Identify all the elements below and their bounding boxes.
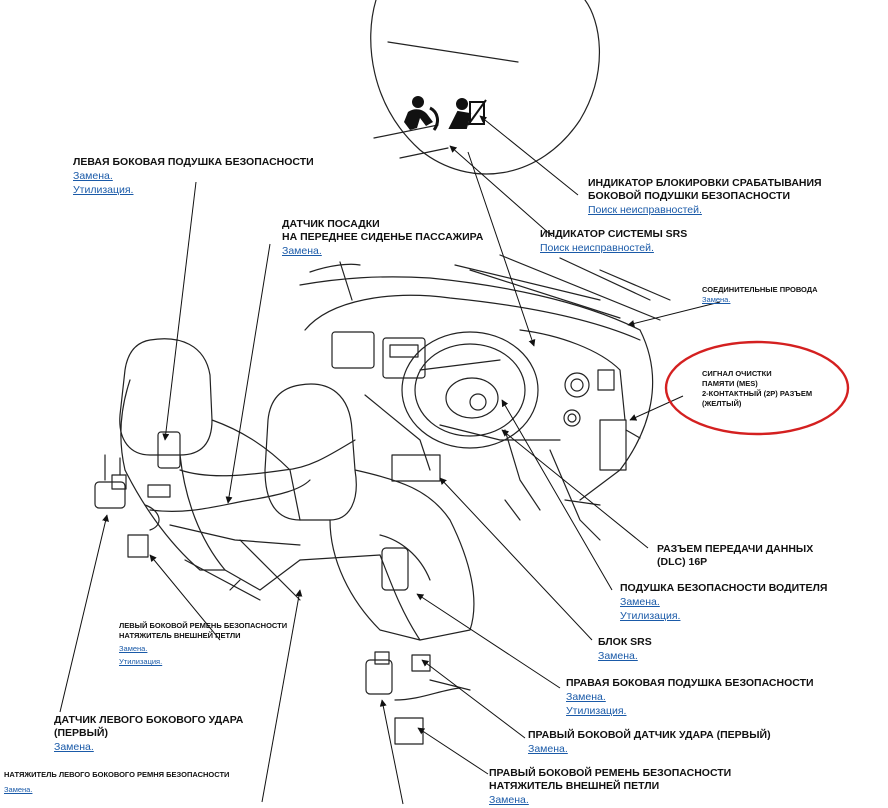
link-replace[interactable]: Замена.: [54, 741, 94, 753]
link-disposal[interactable]: Утилизация.: [119, 657, 163, 666]
label-text: 2-КОНТАКТНЫЙ (2Р) РАЗЪЕМ: [702, 389, 813, 398]
label-text: ИНДИКАТОР БЛОКИРОВКИ СРАБАТЫВАНИЯ: [588, 177, 822, 189]
link-replace[interactable]: Замена.: [566, 691, 606, 703]
highlight-ellipse: [664, 340, 850, 436]
link-replace[interactable]: Замена.: [119, 644, 148, 653]
label-side-airbag-cutoff-indicator: ИНДИКАТОР БЛОКИРОВКИ СРАБАТЫВАНИЯ БОКОВО…: [588, 177, 822, 217]
label-text: ПРАВАЯ БОКОВАЯ ПОДУШКА БЕЗОПАСНОСТИ: [566, 677, 814, 689]
label-text: ПАМЯТИ (MES): [702, 379, 758, 388]
link-replace[interactable]: Замена.: [282, 245, 322, 257]
label-text: ПРАВЫЙ БОКОВОЙ РЕМЕНЬ БЕЗОПАСНОСТИ: [489, 767, 732, 779]
label-connecting-wires: СОЕДИНИТЕЛЬНЫЕ ПРОВОДА Замена.: [702, 285, 818, 305]
label-right-side-impact-sensor: ПРАВЫЙ БОКОВОЙ ДАТЧИК УДАРА (ПЕРВЫЙ) Зам…: [528, 729, 771, 756]
label-text: РАЗЪЕМ ПЕРЕДАЧИ ДАННЫХ: [657, 543, 814, 555]
label-text: НАТЯЖИТЕЛЬ ЛЕВОГО БОКОВОГО РЕМНЯ БЕЗОПАС…: [4, 770, 230, 779]
label-text: ЛЕВЫЙ БОКОВОЙ РЕМЕНЬ БЕЗОПАСНОСТИ: [119, 621, 288, 630]
label-text: (ПЕРВЫЙ): [54, 727, 108, 739]
label-text: НАТЯЖИТЕЛЬ ВНЕШНЕЙ ПЕТЛИ: [119, 631, 241, 640]
label-driver-airbag: ПОДУШКА БЕЗОПАСНОСТИ ВОДИТЕЛЯ Замена. Ут…: [620, 582, 827, 623]
label-left-belt-tensioner: НАТЯЖИТЕЛЬ ЛЕВОГО БОКОВОГО РЕМНЯ БЕЗОПАС…: [4, 770, 229, 795]
link-troubleshooting[interactable]: Поиск неисправностей.: [588, 204, 702, 216]
label-right-belt-tensioner: ПРАВЫЙ БОКОВОЙ РЕМЕНЬ БЕЗОПАСНОСТИ НАТЯЖ…: [489, 767, 731, 807]
airbag-warning-icon: [404, 96, 439, 131]
label-text: (ЖЕЛТЫЙ): [702, 399, 742, 408]
label-passenger-seat-sensor: ДАТЧИК ПОСАДКИ НА ПЕРЕДНЕЕ СИДЕНЬЕ ПАССА…: [282, 218, 483, 258]
label-memory-clear-signal: СИГНАЛ ОЧИСТКИ ПАМЯТИ (MES) 2-КОНТАКТНЫЙ…: [702, 369, 812, 409]
link-replace[interactable]: Замена.: [489, 794, 529, 806]
label-text: БЛОК SRS: [598, 636, 652, 648]
link-replace[interactable]: Замена.: [528, 743, 568, 755]
link-disposal[interactable]: Утилизация.: [620, 610, 681, 622]
label-text: ИНДИКАТОР СИСТЕМЫ SRS: [540, 228, 688, 240]
link-replace[interactable]: Замена.: [620, 596, 660, 608]
label-left-side-airbag: ЛЕВАЯ БОКОВАЯ ПОДУШКА БЕЗОПАСНОСТИ Замен…: [73, 156, 314, 197]
side-airbag-cutoff-icon: [448, 98, 487, 129]
link-troubleshooting[interactable]: Поиск неисправностей.: [540, 242, 654, 254]
label-text: ПРАВЫЙ БОКОВОЙ ДАТЧИК УДАРА (ПЕРВЫЙ): [528, 729, 771, 741]
label-text: СОЕДИНИТЕЛЬНЫЕ ПРОВОДА: [702, 285, 818, 294]
label-text: НА ПЕРЕДНЕЕ СИДЕНЬЕ ПАССАЖИРА: [282, 231, 484, 243]
label-dlc-connector: РАЗЪЕМ ПЕРЕДАЧИ ДАННЫХ (DLC) 16Р: [657, 543, 813, 569]
link-replace[interactable]: Замена.: [702, 295, 731, 304]
label-text: ЛЕВАЯ БОКОВАЯ ПОДУШКА БЕЗОПАСНОСТИ: [73, 156, 314, 168]
label-text: ПОДУШКА БЕЗОПАСНОСТИ ВОДИТЕЛЯ: [620, 582, 828, 594]
label-text: (DLC) 16Р: [657, 556, 708, 568]
label-left-belt-tensioner-outer: ЛЕВЫЙ БОКОВОЙ РЕМЕНЬ БЕЗОПАСНОСТИ НАТЯЖИ…: [119, 621, 287, 667]
link-disposal[interactable]: Утилизация.: [566, 705, 627, 717]
label-text: БОКОВОЙ ПОДУШКИ БЕЗОПАСНОСТИ: [588, 190, 791, 202]
label-text: ДАТЧИК ЛЕВОГО БОКОВОГО УДАРА: [54, 714, 244, 726]
link-replace[interactable]: Замена.: [598, 650, 638, 662]
label-srs-indicator: ИНДИКАТОР СИСТЕМЫ SRS Поиск неисправност…: [540, 228, 687, 255]
magnifier-circle: [370, 0, 600, 175]
label-srs-unit: БЛОК SRS Замена.: [598, 636, 652, 663]
srs-unit-shape: [391, 454, 441, 482]
link-replace[interactable]: Замена.: [4, 785, 33, 794]
label-right-side-airbag: ПРАВАЯ БОКОВАЯ ПОДУШКА БЕЗОПАСНОСТИ Заме…: [566, 677, 814, 718]
link-replace[interactable]: Замена.: [73, 170, 113, 182]
link-disposal[interactable]: Утилизация.: [73, 184, 134, 196]
label-text: ДАТЧИК ПОСАДКИ: [282, 218, 380, 230]
label-text: НАТЯЖИТЕЛЬ ВНЕШНЕЙ ПЕТЛИ: [489, 780, 660, 792]
label-left-side-impact-sensor: ДАТЧИК ЛЕВОГО БОКОВОГО УДАРА (ПЕРВЫЙ) За…: [54, 714, 243, 754]
label-text: СИГНАЛ ОЧИСТКИ: [702, 369, 772, 378]
